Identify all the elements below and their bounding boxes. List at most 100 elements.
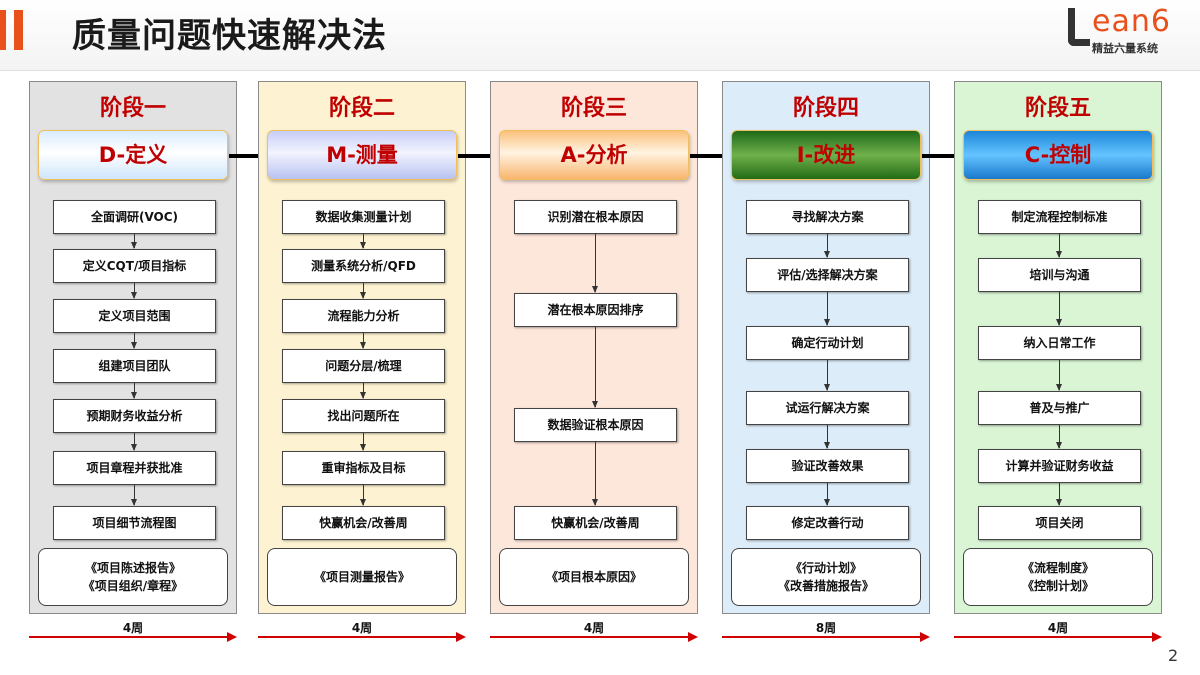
report-box: 《项目陈述报告》《项目组织/章程》 xyxy=(38,548,228,606)
duration-arrow xyxy=(490,632,698,642)
report-box: 《项目根本原因》 xyxy=(499,548,689,606)
phase-header-button[interactable]: C-控制 xyxy=(963,130,1153,180)
step-box: 数据验证根本原因 xyxy=(514,408,677,442)
step-box: 定义项目范围 xyxy=(53,299,216,333)
flow-arrow xyxy=(824,425,830,449)
step-box: 计算并验证财务收益 xyxy=(978,449,1141,483)
flow-arrow xyxy=(360,433,366,451)
flow-arrow xyxy=(360,234,366,249)
report-line: 《项目组织/章程》 xyxy=(82,579,184,593)
flow-arrow xyxy=(1056,292,1062,326)
flow-arrow xyxy=(1056,483,1062,506)
step-box: 制定流程控制标准 xyxy=(978,200,1141,234)
flow-arrow xyxy=(824,292,830,326)
phase-header-button[interactable]: A-分析 xyxy=(499,130,689,180)
title-bar xyxy=(0,0,1200,71)
step-box: 重审指标及目标 xyxy=(282,451,445,485)
phase-panel: 阶段一 D-定义全面调研(VOC) 定义CQT/项目指标定义项目范围组建项目团队预期… xyxy=(29,81,237,614)
phase-title: 阶段一 xyxy=(99,96,166,121)
report-line: 《项目测量报告》 xyxy=(313,570,410,584)
flow-arrow xyxy=(131,283,137,299)
step-box: 项目章程并获批准 xyxy=(53,451,216,485)
phase-title: 阶段三 xyxy=(560,96,627,121)
step-box: 快赢机会/改善周 xyxy=(514,506,677,540)
flow-arrow xyxy=(131,433,137,451)
phase-panel: 阶段四 I-改进寻找解决方案评估/选择解决方案确定行动计划试运行解决方案验证改善效… xyxy=(722,81,930,614)
accent-bar-inner xyxy=(14,10,23,50)
phase-title: 阶段四 xyxy=(792,96,859,121)
flow-arrow xyxy=(360,485,366,506)
logo-l-mark xyxy=(1068,8,1090,46)
report-line: 《行动计划》 xyxy=(789,561,862,575)
step-box: 寻找解决方案 xyxy=(746,200,909,234)
step-box: 评估/选择解决方案 xyxy=(746,258,909,292)
phase-title: 阶段五 xyxy=(1024,96,1091,121)
step-box: 纳入日常工作 xyxy=(978,326,1141,360)
report-line: 《流程制度》 xyxy=(1021,561,1094,575)
step-box: 修定改善行动 xyxy=(746,506,909,540)
flow-arrow xyxy=(592,327,598,408)
step-box: 组建项目团队 xyxy=(53,349,216,383)
flow-arrow xyxy=(131,485,137,506)
duration-arrow xyxy=(258,632,466,642)
report-line: 《项目根本原因》 xyxy=(545,570,642,584)
step-box: 项目细节流程图 xyxy=(53,506,216,540)
flow-arrow xyxy=(131,333,137,349)
step-box: 问题分层/梳理 xyxy=(282,349,445,383)
duration-arrow xyxy=(722,632,930,642)
flow-arrow xyxy=(824,234,830,258)
flow-arrow xyxy=(824,483,830,506)
step-box: 潜在根本原因排序 xyxy=(514,293,677,327)
step-box: 识别潜在根本原因 xyxy=(514,200,677,234)
step-box: 全面调研(VOC) xyxy=(53,200,216,234)
phase-panel: 阶段五 C-控制制定流程控制标准培训与沟通纳入日常工作普及与推广计算并验证财务收益… xyxy=(954,81,1162,614)
flow-arrow xyxy=(360,383,366,399)
step-box: 普及与推广 xyxy=(978,391,1141,425)
step-box: 验证改善效果 xyxy=(746,449,909,483)
step-box: 确定行动计划 xyxy=(746,326,909,360)
page-number: 2 xyxy=(1168,646,1179,665)
phase-title: 阶段二 xyxy=(328,96,395,121)
flow-arrow xyxy=(592,234,598,293)
report-line: 《改善措施报告》 xyxy=(777,579,874,593)
duration-label: 4周 xyxy=(122,621,144,635)
step-box: 试运行解决方案 xyxy=(746,391,909,425)
duration-label: 4周 xyxy=(583,621,605,635)
logo-subtitle: 精益六量系统 xyxy=(1092,42,1158,55)
duration-arrow xyxy=(29,632,237,642)
flow-arrow xyxy=(360,283,366,299)
step-box: 培训与沟通 xyxy=(978,258,1141,292)
duration-label: 8周 xyxy=(815,621,837,635)
report-box: 《流程制度》《控制计划》 xyxy=(963,548,1153,606)
phase-header-button[interactable]: D-定义 xyxy=(38,130,228,180)
flow-arrow xyxy=(824,360,830,391)
flow-arrow xyxy=(131,383,137,399)
page-title: 质量问题快速解决法 xyxy=(72,16,387,56)
lean6-logo: ean6 精益六量系统 xyxy=(1068,4,1188,56)
phase-panel: 阶段二 M-测量数据收集测量计划测量系统分析/QFD 流程能力分析问题分层/梳理找出… xyxy=(258,81,466,614)
flow-arrow xyxy=(131,234,137,249)
step-box: 项目关闭 xyxy=(978,506,1141,540)
accent-bar xyxy=(0,10,6,50)
phase-header-button[interactable]: M-测量 xyxy=(267,130,457,180)
step-box: 定义CQT/项目指标 xyxy=(53,249,216,283)
duration-label: 4周 xyxy=(1047,621,1069,635)
step-box: 流程能力分析 xyxy=(282,299,445,333)
phase-header-button[interactable]: I-改进 xyxy=(731,130,921,180)
report-line: 《项目陈述报告》 xyxy=(84,561,181,575)
flow-arrow xyxy=(360,333,366,349)
flow-arrow xyxy=(1056,425,1062,449)
duration-label: 4周 xyxy=(351,621,373,635)
duration-arrow xyxy=(954,632,1162,642)
report-box: 《项目测量报告》 xyxy=(267,548,457,606)
logo-word: ean6 xyxy=(1092,4,1171,39)
step-box: 测量系统分析/QFD xyxy=(282,249,445,283)
step-box: 找出问题所在 xyxy=(282,399,445,433)
flow-arrow xyxy=(592,442,598,506)
flow-arrow xyxy=(1056,234,1062,258)
step-box: 数据收集测量计划 xyxy=(282,200,445,234)
flow-arrow xyxy=(1056,360,1062,391)
report-box: 《行动计划》《改善措施报告》 xyxy=(731,548,921,606)
step-box: 快赢机会/改善周 xyxy=(282,506,445,540)
step-box: 预期财务收益分析 xyxy=(53,399,216,433)
